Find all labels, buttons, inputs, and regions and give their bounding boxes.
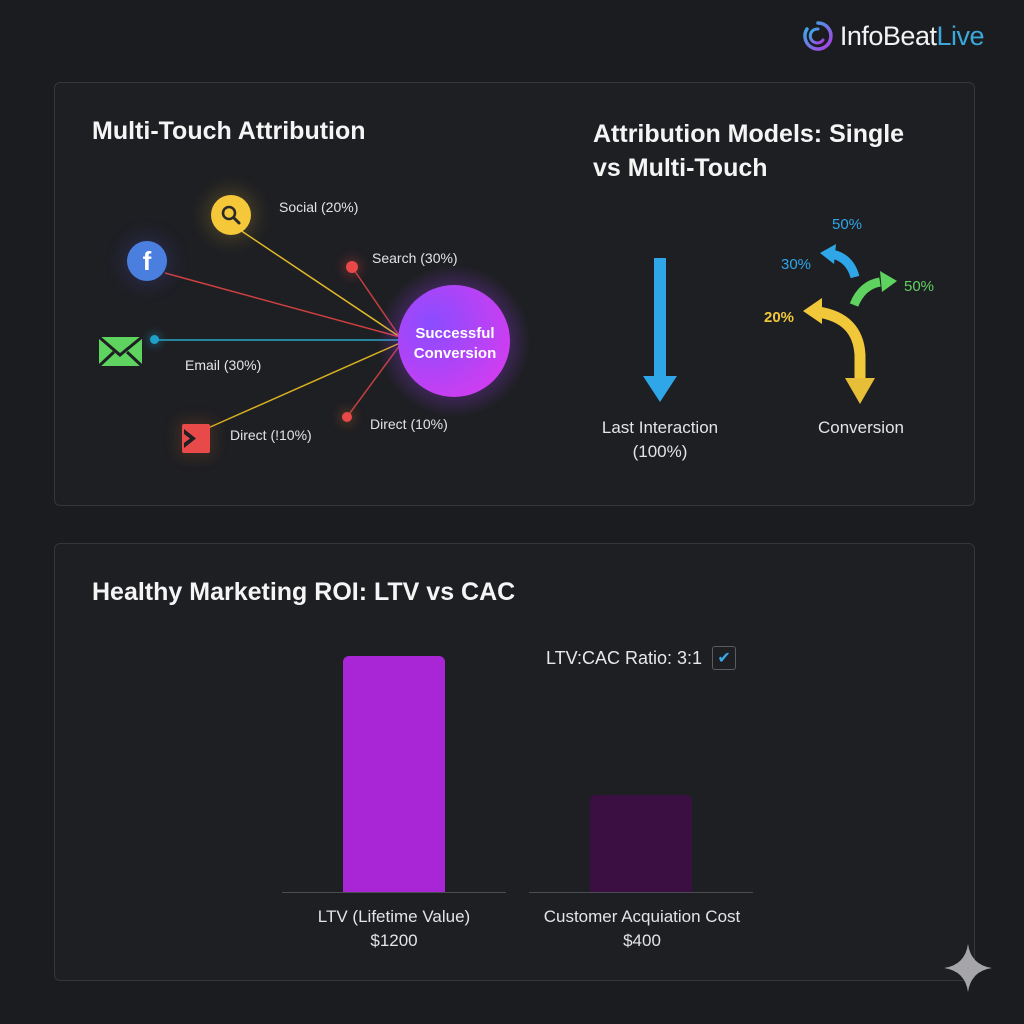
baseline-ltv (282, 892, 506, 893)
direct-icon (182, 424, 210, 453)
bar-label-ltv: LTV (Lifetime Value)$1200 (317, 907, 471, 950)
channel-label-email: Email (30%) (185, 357, 262, 373)
pct-label-1: 50% (832, 216, 863, 233)
brand-logo: InfoBeatLive (802, 20, 984, 52)
roi-panel (54, 543, 975, 981)
multi-touch-title: Multi-Touch Attribution (92, 117, 366, 145)
facebook-icon: f (127, 241, 167, 281)
last-interaction-label: Last Interaction(100%) (601, 418, 719, 461)
conversion-node (398, 285, 510, 397)
brand-icon (803, 21, 833, 51)
ltv-cac-ratio: LTV:CAC Ratio: 3:1 ✔ (546, 646, 737, 670)
email-dot-icon (150, 335, 159, 344)
check-icon: ✔ (717, 650, 731, 667)
bar-label-cac: Customer Acquiation Cost$400 (543, 907, 741, 950)
search-dot-icon (346, 261, 358, 273)
roi-title: Healthy Marketing ROI: LTV vs CAC (92, 578, 516, 606)
search-icon (211, 195, 251, 235)
channel-label-direct-1: Direct (!10%) (230, 427, 312, 443)
conversion-label: Conversion (818, 418, 904, 437)
pct-label-2: 30% (781, 256, 812, 273)
ratio-label: LTV:CAC Ratio: 3:1 (546, 647, 703, 668)
channel-label-search: Search (30%) (372, 250, 458, 266)
channel-label-direct-2: Direct (10%) (370, 416, 448, 432)
baseline-cac (529, 892, 753, 893)
sparkle-icon (944, 944, 992, 992)
ratio-checkbox[interactable]: ✔ (712, 646, 737, 670)
pct-label-3: 50% (904, 278, 935, 295)
direct-dot-icon (342, 412, 352, 422)
brand-name-accent: Live (936, 20, 984, 51)
bar-ltv (343, 656, 445, 892)
channel-label-social: Social (20%) (279, 199, 359, 215)
brand-name: InfoBeat (839, 20, 937, 51)
bar-cac (590, 795, 692, 892)
pct-label-4: 20% (764, 309, 795, 326)
